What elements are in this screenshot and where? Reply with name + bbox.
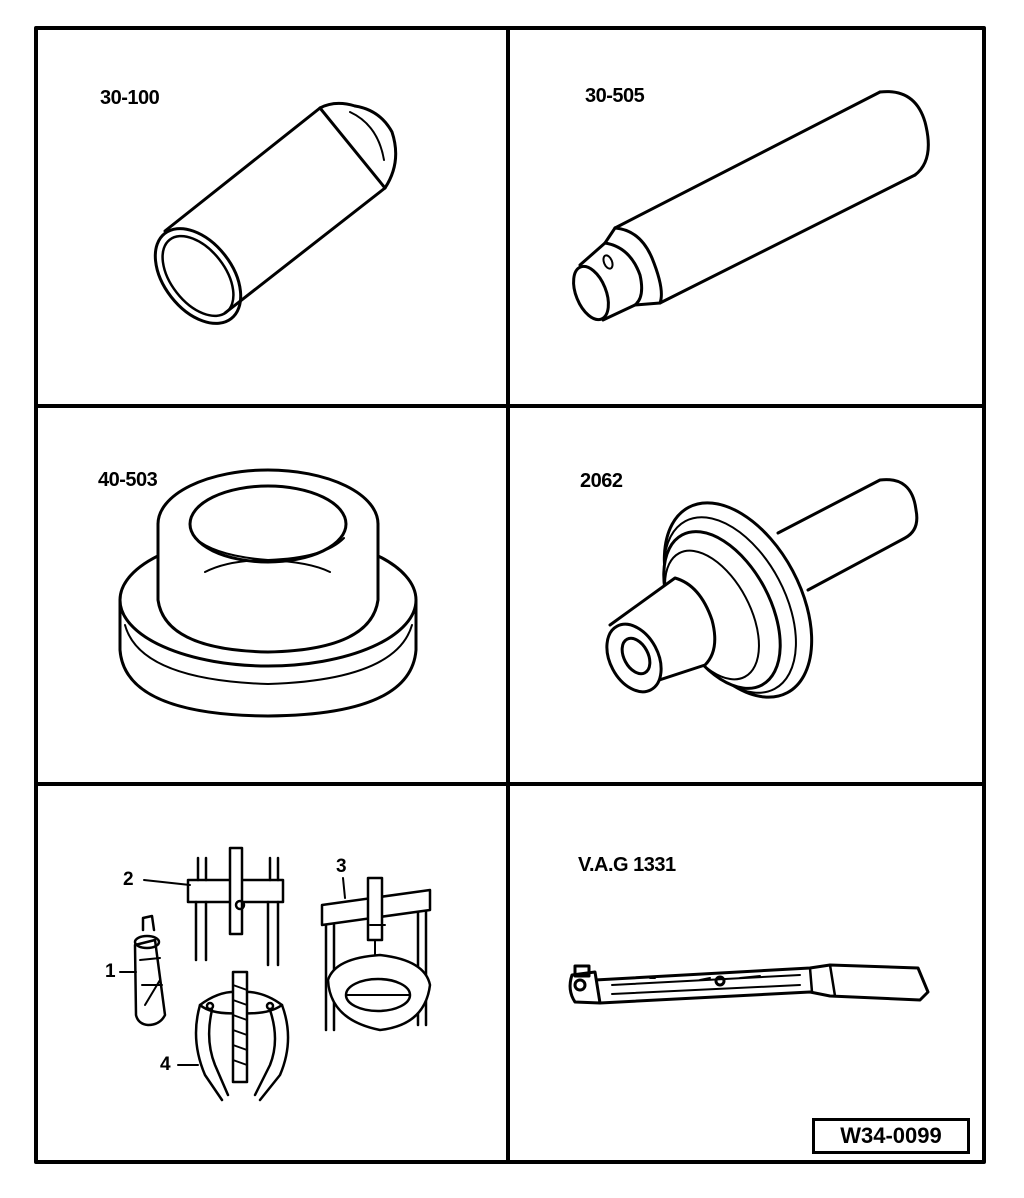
item-4-two-arm-puller [194, 970, 290, 1102]
tool-label-30-100: 30-100 [100, 87, 160, 109]
tool-vag-1331-drawing [568, 963, 930, 1005]
callout-1: 1 [105, 961, 116, 982]
item-3-separator [320, 876, 432, 1032]
callout-2: 2 [123, 869, 134, 890]
tool-label-2062: 2062 [580, 470, 623, 492]
tool-2062-drawing [605, 478, 919, 699]
tool-30-505-drawing [572, 90, 930, 322]
tool-label-30-505: 30-505 [585, 85, 645, 107]
callout-4: 4 [160, 1054, 171, 1075]
tool-40-503-drawing [118, 468, 418, 718]
tool-label-40-503: 40-503 [98, 469, 158, 491]
callout-3: 3 [336, 856, 347, 877]
item-2-crossbar [186, 846, 285, 967]
figure-id-box: W34-0099 [812, 1118, 970, 1154]
grid-frame [34, 26, 986, 1164]
callout-leader-lines [119, 877, 346, 1066]
tool-label-vag-1331: V.A.G 1331 [578, 854, 676, 876]
puller-set-drawing [119, 846, 432, 1102]
item-1-sleeve [133, 914, 167, 1027]
figure-id-text: W34-0099 [840, 1123, 942, 1148]
tool-30-100-drawing [153, 101, 398, 325]
